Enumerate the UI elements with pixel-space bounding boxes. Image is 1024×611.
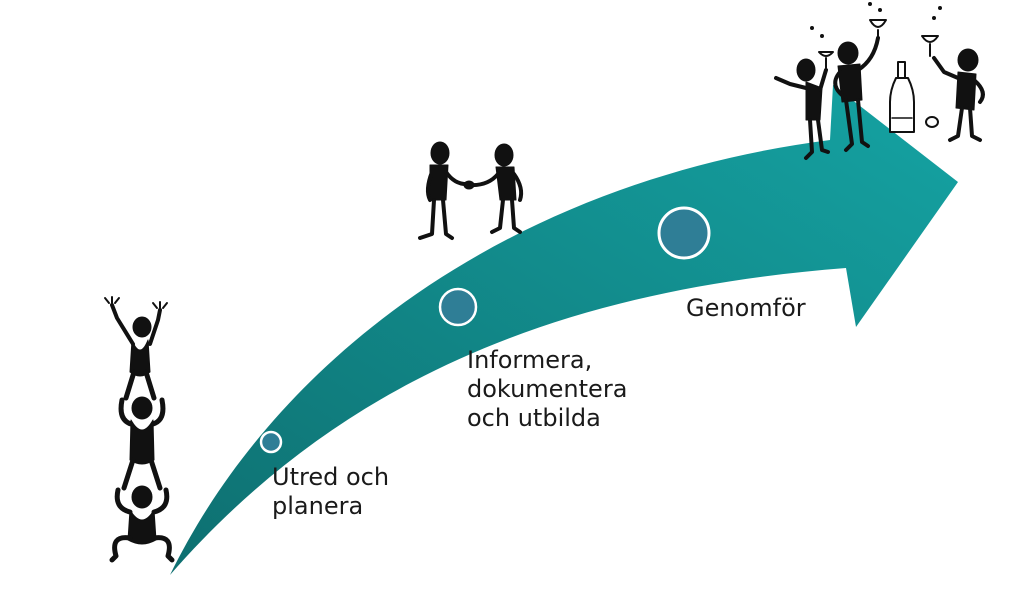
celebration-toast-icon xyxy=(774,2,985,160)
stacked-people-icon xyxy=(104,296,175,563)
step-label-utred: Utred och planera xyxy=(272,463,390,520)
progress-arrow xyxy=(170,85,958,575)
step-label-genomfor: Genomför xyxy=(686,294,806,322)
step-label-informera: Informera, dokumentera och utbilda xyxy=(467,346,628,432)
step-node-2 xyxy=(438,287,478,327)
step-node-3 xyxy=(657,206,711,260)
step-node-1 xyxy=(259,430,283,454)
handshake-icon xyxy=(418,141,524,240)
